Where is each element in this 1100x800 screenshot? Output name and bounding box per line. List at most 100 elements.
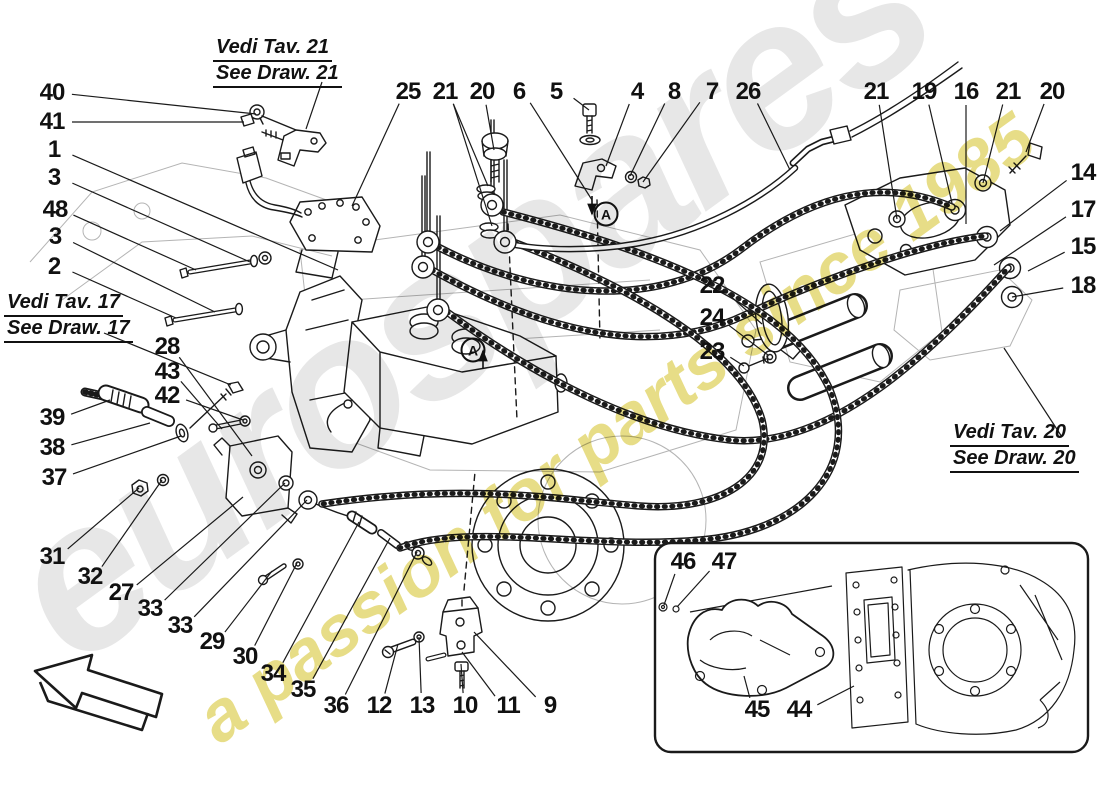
part-callout-5: 5 (549, 78, 563, 105)
leader-line (573, 97, 590, 111)
hose-path-3 (443, 264, 1012, 445)
part-callout-1: 1 (47, 136, 61, 163)
leader-line (878, 104, 898, 220)
leader-line (999, 179, 1067, 232)
part-callout-25: 25 (395, 78, 422, 105)
part-callout-23: 23 (699, 338, 726, 365)
leader-line (982, 104, 1004, 184)
direction-arrow (33, 653, 164, 732)
part-callout-19: 19 (911, 78, 938, 105)
leader-line (928, 104, 953, 204)
leader-line (1025, 103, 1045, 153)
part-callout-14: 14 (1070, 159, 1097, 186)
part-callout-43: 43 (154, 358, 181, 385)
hose-path-4 (396, 208, 843, 552)
leader-line (224, 570, 273, 633)
leader-line (71, 422, 151, 446)
part-callout-26: 26 (735, 78, 762, 105)
detail-marker-A: A (460, 337, 486, 363)
leader-line (71, 93, 257, 115)
reference-line-english: See Draw. 21 (213, 62, 342, 88)
part-callout-38: 38 (39, 434, 66, 461)
part-callout-21: 21 (432, 78, 459, 105)
part-callout-44: 44 (786, 696, 813, 723)
part-callout-48: 48 (42, 196, 69, 223)
reference-line-english: See Draw. 17 (4, 317, 133, 343)
leader-line (729, 356, 745, 367)
reference-line-italian: Vedi Tav. 21 (213, 36, 333, 62)
leader-line (351, 103, 400, 207)
leader-line (452, 103, 489, 187)
part-callout-40: 40 (39, 79, 66, 106)
leader-line (676, 570, 710, 608)
leader-line (642, 101, 701, 183)
leader-line (136, 496, 244, 586)
leader-line (164, 482, 286, 601)
leader-line (305, 81, 323, 130)
part-callout-46: 46 (670, 548, 697, 575)
leader-line (384, 643, 399, 694)
part-callout-47: 47 (711, 548, 738, 575)
reference-note-draw-21: Vedi Tav. 21 See Draw. 21 (213, 36, 342, 88)
leader-line (663, 573, 676, 606)
leader-line (1027, 251, 1065, 272)
leader-lines (67, 81, 1067, 706)
part-callout-3: 3 (47, 164, 61, 191)
leader-line (473, 631, 537, 698)
reference-line-english: See Draw. 20 (950, 447, 1079, 473)
reference-line-italian: Vedi Tav. 20 (950, 421, 1070, 447)
part-callout-6: 6 (512, 78, 526, 105)
leader-line (70, 399, 111, 415)
hose-path-5 (318, 236, 768, 511)
leader-line (605, 103, 630, 167)
leader-line (282, 521, 360, 663)
leader-line (185, 399, 244, 421)
leader-line (452, 103, 493, 227)
part-callout-41: 41 (39, 108, 66, 135)
part-callout-34: 34 (260, 660, 287, 687)
part-callout-33: 33 (137, 595, 164, 622)
leader-line (72, 271, 177, 319)
part-callout-10: 10 (452, 692, 479, 719)
part-callout-8: 8 (667, 78, 681, 105)
part-callout-18: 18 (1070, 272, 1097, 299)
leader-line (73, 214, 197, 271)
part-callout-45: 45 (744, 696, 771, 723)
detail-marker-A: A (593, 201, 619, 227)
leader-line (485, 104, 495, 151)
leader-line (193, 499, 308, 618)
part-callout-42: 42 (154, 382, 181, 409)
leader-line (728, 324, 769, 356)
part-callout-13: 13 (409, 692, 436, 719)
hose-path-1 (434, 188, 956, 295)
reference-note-draw-20: Vedi Tav. 20 See Draw. 20 (950, 421, 1079, 473)
reference-note-draw-17: Vedi Tav. 17 See Draw. 17 (4, 291, 133, 343)
hydraulic-hoses (318, 164, 1012, 552)
leader-line (629, 103, 666, 177)
leader-line (529, 102, 593, 201)
part-callout-33: 33 (167, 612, 194, 639)
leader-line (72, 182, 251, 263)
part-callout-39: 39 (39, 404, 66, 431)
leader-line (72, 435, 182, 475)
inset-detail-box (653, 541, 1090, 754)
hose-path-2 (428, 232, 989, 341)
leader-line (67, 487, 140, 550)
part-callout-12: 12 (366, 692, 393, 719)
leader-line (72, 154, 339, 271)
part-callout-28: 28 (154, 333, 181, 360)
leader-line (418, 636, 422, 694)
hose-path-26 (506, 164, 799, 253)
part-callout-22: 22 (699, 272, 726, 299)
part-callout-36: 36 (323, 692, 350, 719)
leader-line (461, 651, 496, 697)
part-callout-29: 29 (199, 628, 226, 655)
reference-line-italian: Vedi Tav. 17 (4, 291, 124, 317)
part-callout-17: 17 (1070, 196, 1097, 223)
part-callout-11: 11 (496, 692, 520, 719)
leader-line (101, 479, 163, 567)
part-callout-20: 20 (1039, 78, 1066, 105)
part-callout-16: 16 (953, 78, 980, 105)
leader-line (727, 293, 763, 325)
